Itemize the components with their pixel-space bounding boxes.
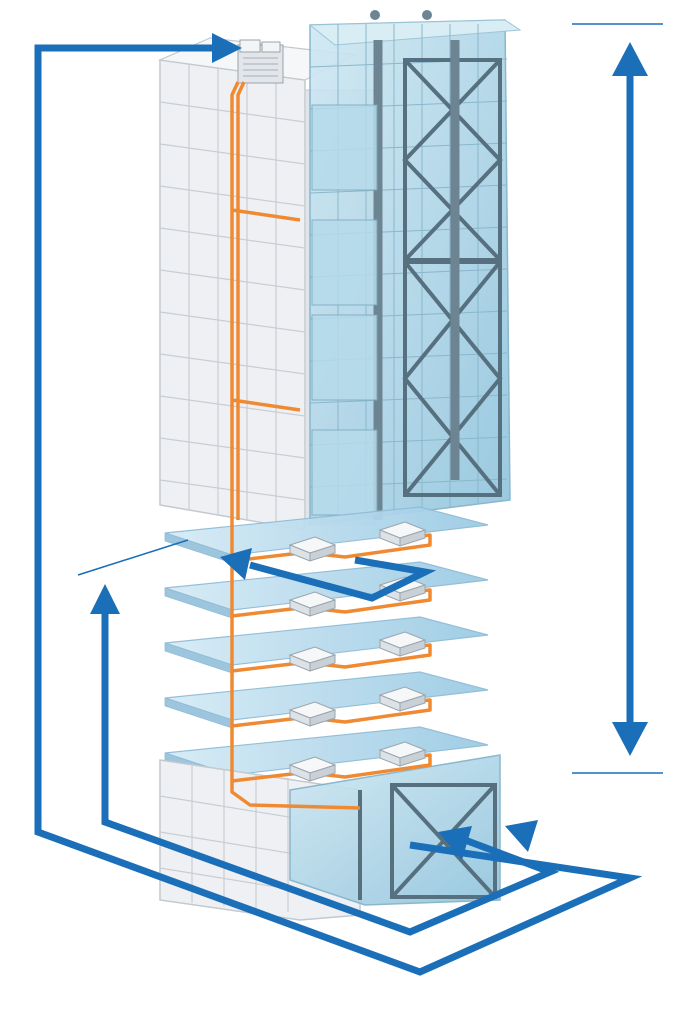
unit-front: [309, 709, 336, 727]
podium-panel-line: [159, 795, 296, 819]
floor-circulation-arrow: [249, 556, 437, 602]
podium-glass-lobby: [289, 754, 501, 906]
indoor-cassette-unit: [288, 646, 337, 672]
unit-front: [399, 694, 426, 712]
height-arrow-top-head: [612, 42, 648, 76]
indoor-cassette-unit: [378, 741, 427, 767]
open-floor-slabs: [164, 506, 489, 784]
upper-tower: [157, 10, 522, 531]
indoor-cassette-unit: [288, 591, 337, 617]
unit-front: [399, 584, 426, 602]
outer-return-loop: [34, 44, 643, 976]
window-bay: [311, 104, 378, 191]
unit-front: [399, 529, 426, 547]
steel-bracing: [370, 10, 503, 520]
outdoor-condensing-unit: [237, 39, 284, 84]
indoor-cassette-unit: [378, 521, 427, 547]
unit-front: [399, 749, 426, 767]
floor-arrow-arrowhead: [220, 548, 252, 580]
steel-brace: [402, 58, 502, 262]
podium-panel-grid: [159, 766, 296, 912]
indoor-cassette-unit: [288, 756, 337, 782]
glass-roof: [308, 19, 522, 46]
inner-loop-arrowhead: [90, 584, 120, 614]
podium-panel-line: [159, 867, 296, 891]
steel-brace: [403, 260, 503, 497]
glass-floor-boxes: [311, 104, 378, 516]
unit-front: [309, 654, 336, 672]
indoor-cassette-unit: [378, 631, 427, 657]
building: [157, 10, 522, 921]
dimension-lines: [77, 23, 663, 774]
outer-loop-arrowhead: [212, 33, 242, 63]
indoor-cassette-unit: [288, 701, 337, 727]
main-riser-pipe: [230, 81, 361, 810]
unit-front: [399, 639, 426, 657]
window-bay: [311, 314, 378, 401]
height-arrow-bottom-head: [612, 722, 648, 756]
unit-front: [309, 764, 336, 782]
tower-branch-pipe: [231, 398, 301, 412]
ground-podium: [159, 754, 501, 921]
column-cap: [422, 10, 432, 20]
window-bay: [311, 429, 378, 516]
glass-mullion: [309, 394, 508, 404]
inner-circulation-loop: [101, 612, 560, 936]
podium-panel-line: [159, 831, 296, 855]
window-bay: [311, 219, 378, 306]
unit-front: [309, 599, 336, 617]
lobby-steel-frame: [358, 783, 497, 900]
tower-branch-pipe: [231, 208, 301, 222]
unit-front: [309, 544, 336, 562]
floor-leader-line: [77, 539, 189, 576]
indoor-cassette-unit: [378, 686, 427, 712]
riser-pipe-return: [236, 81, 246, 520]
steel-brace: [403, 58, 503, 262]
indoor-cassette-unit: [288, 536, 337, 562]
steel-brace: [402, 260, 502, 497]
column-cap: [370, 10, 380, 20]
inner-loop-entry-arrowhead: [438, 826, 472, 860]
outer-loop-entry-arrowhead: [505, 820, 538, 852]
flow-arrows: [34, 33, 648, 976]
